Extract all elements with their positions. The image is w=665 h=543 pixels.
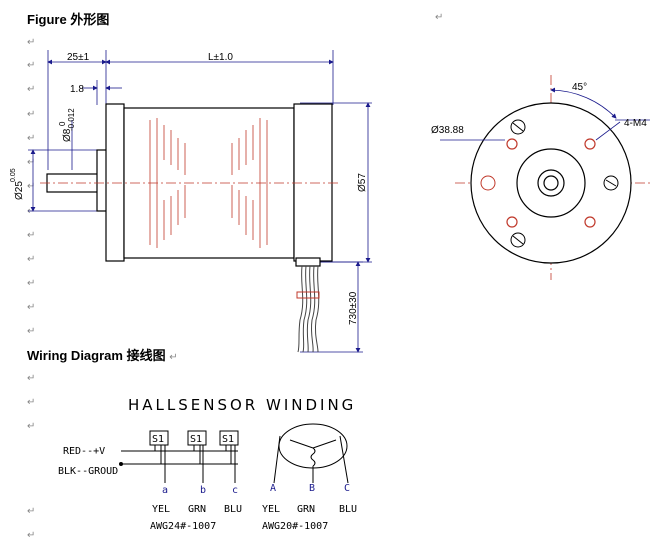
sensor-pin-c: c	[232, 485, 238, 496]
dim-1-8: 1.8	[70, 84, 84, 95]
paragraph-mark: ↵	[27, 133, 36, 144]
sensor-color-yel: YEL	[152, 504, 170, 515]
sensor-label: S1	[190, 434, 202, 445]
paragraph-mark: ↵	[435, 12, 444, 23]
paragraph-mark: ↵	[27, 230, 36, 241]
dim-shaft-tol-upper: 0	[58, 121, 67, 126]
paragraph-mark: ↵	[27, 60, 36, 71]
paragraph-mark: ↵	[27, 254, 36, 265]
sensor-pin-b: b	[200, 485, 206, 496]
winding-color-grn: GRN	[297, 504, 315, 515]
winding-color-blu: BLU	[339, 504, 357, 515]
sensor-pin-a: a	[162, 485, 168, 496]
dim-lead: 730±30	[348, 291, 359, 325]
side-view: 25±1 L±1.0 1.8 Ø8 0 -0.012 Ø25 0.05 Ø57 …	[10, 50, 372, 353]
paragraph-mark: ↵	[27, 373, 36, 384]
wiring-heading-cjk: 接线图	[126, 348, 166, 363]
dim-angle: 45°	[572, 82, 587, 93]
winding-pin-a: A	[270, 483, 276, 494]
wiring-diagram: HALLSENSOR WINDING S1 S1 S1 RED--+V BLK-…	[58, 396, 357, 532]
paragraph-mark: ↵	[27, 506, 36, 517]
paragraph-mark: ↵	[27, 278, 36, 289]
sensor-color-blu: BLU	[224, 504, 242, 515]
sensor-awg: AWG24#-1007	[150, 521, 216, 532]
paragraph-mark: ↵	[27, 37, 36, 48]
front-view: 45° Ø38.88 4-M4	[431, 75, 650, 280]
blk-label: BLK--GROUD	[58, 466, 118, 477]
figure-heading-cjk: 外形图	[70, 12, 110, 27]
paragraph-mark: ↵	[27, 397, 36, 408]
dim-shaft: Ø8	[62, 128, 73, 142]
paragraph-mark: ↵	[27, 109, 36, 120]
paragraph-mark: ↵	[27, 302, 36, 313]
figure-heading: Figure 外形图	[27, 9, 109, 28]
red-label: RED--+V	[63, 446, 105, 457]
dim-pilot-tol: 0.05	[10, 168, 17, 182]
dim-holes: 4-M4	[624, 118, 647, 129]
wiring-heading-text: Wiring Diagram	[27, 348, 123, 363]
dim-pilot: Ø25	[14, 181, 25, 200]
paragraph-mark: ↵	[27, 84, 36, 95]
winding-color-yel: YEL	[262, 504, 280, 515]
dim-length: L±1.0	[208, 52, 233, 63]
sensor-label: S1	[152, 434, 164, 445]
dim-shaft-tol-lower: -0.012	[67, 108, 76, 131]
paragraph-mark: ↵	[169, 352, 178, 363]
paragraph-mark: ↵	[27, 530, 36, 541]
dim-body: Ø57	[357, 173, 368, 192]
wiring-title: HALLSENSOR WINDING	[128, 396, 356, 414]
sensor-color-grn: GRN	[188, 504, 206, 515]
sensor-label: S1	[222, 434, 234, 445]
wiring-heading: Wiring Diagram 接线图 ↵	[27, 345, 178, 364]
figure-heading-text: Figure	[27, 12, 67, 27]
winding-pin-c: C	[344, 483, 350, 494]
paragraph-mark: ↵	[27, 421, 36, 432]
winding-awg: AWG20#-1007	[262, 521, 328, 532]
dim-25: 25±1	[67, 52, 90, 63]
dim-bolt-circle: Ø38.88	[431, 125, 464, 136]
paragraph-mark: ↵	[27, 326, 36, 337]
winding-pin-b: B	[309, 483, 315, 494]
